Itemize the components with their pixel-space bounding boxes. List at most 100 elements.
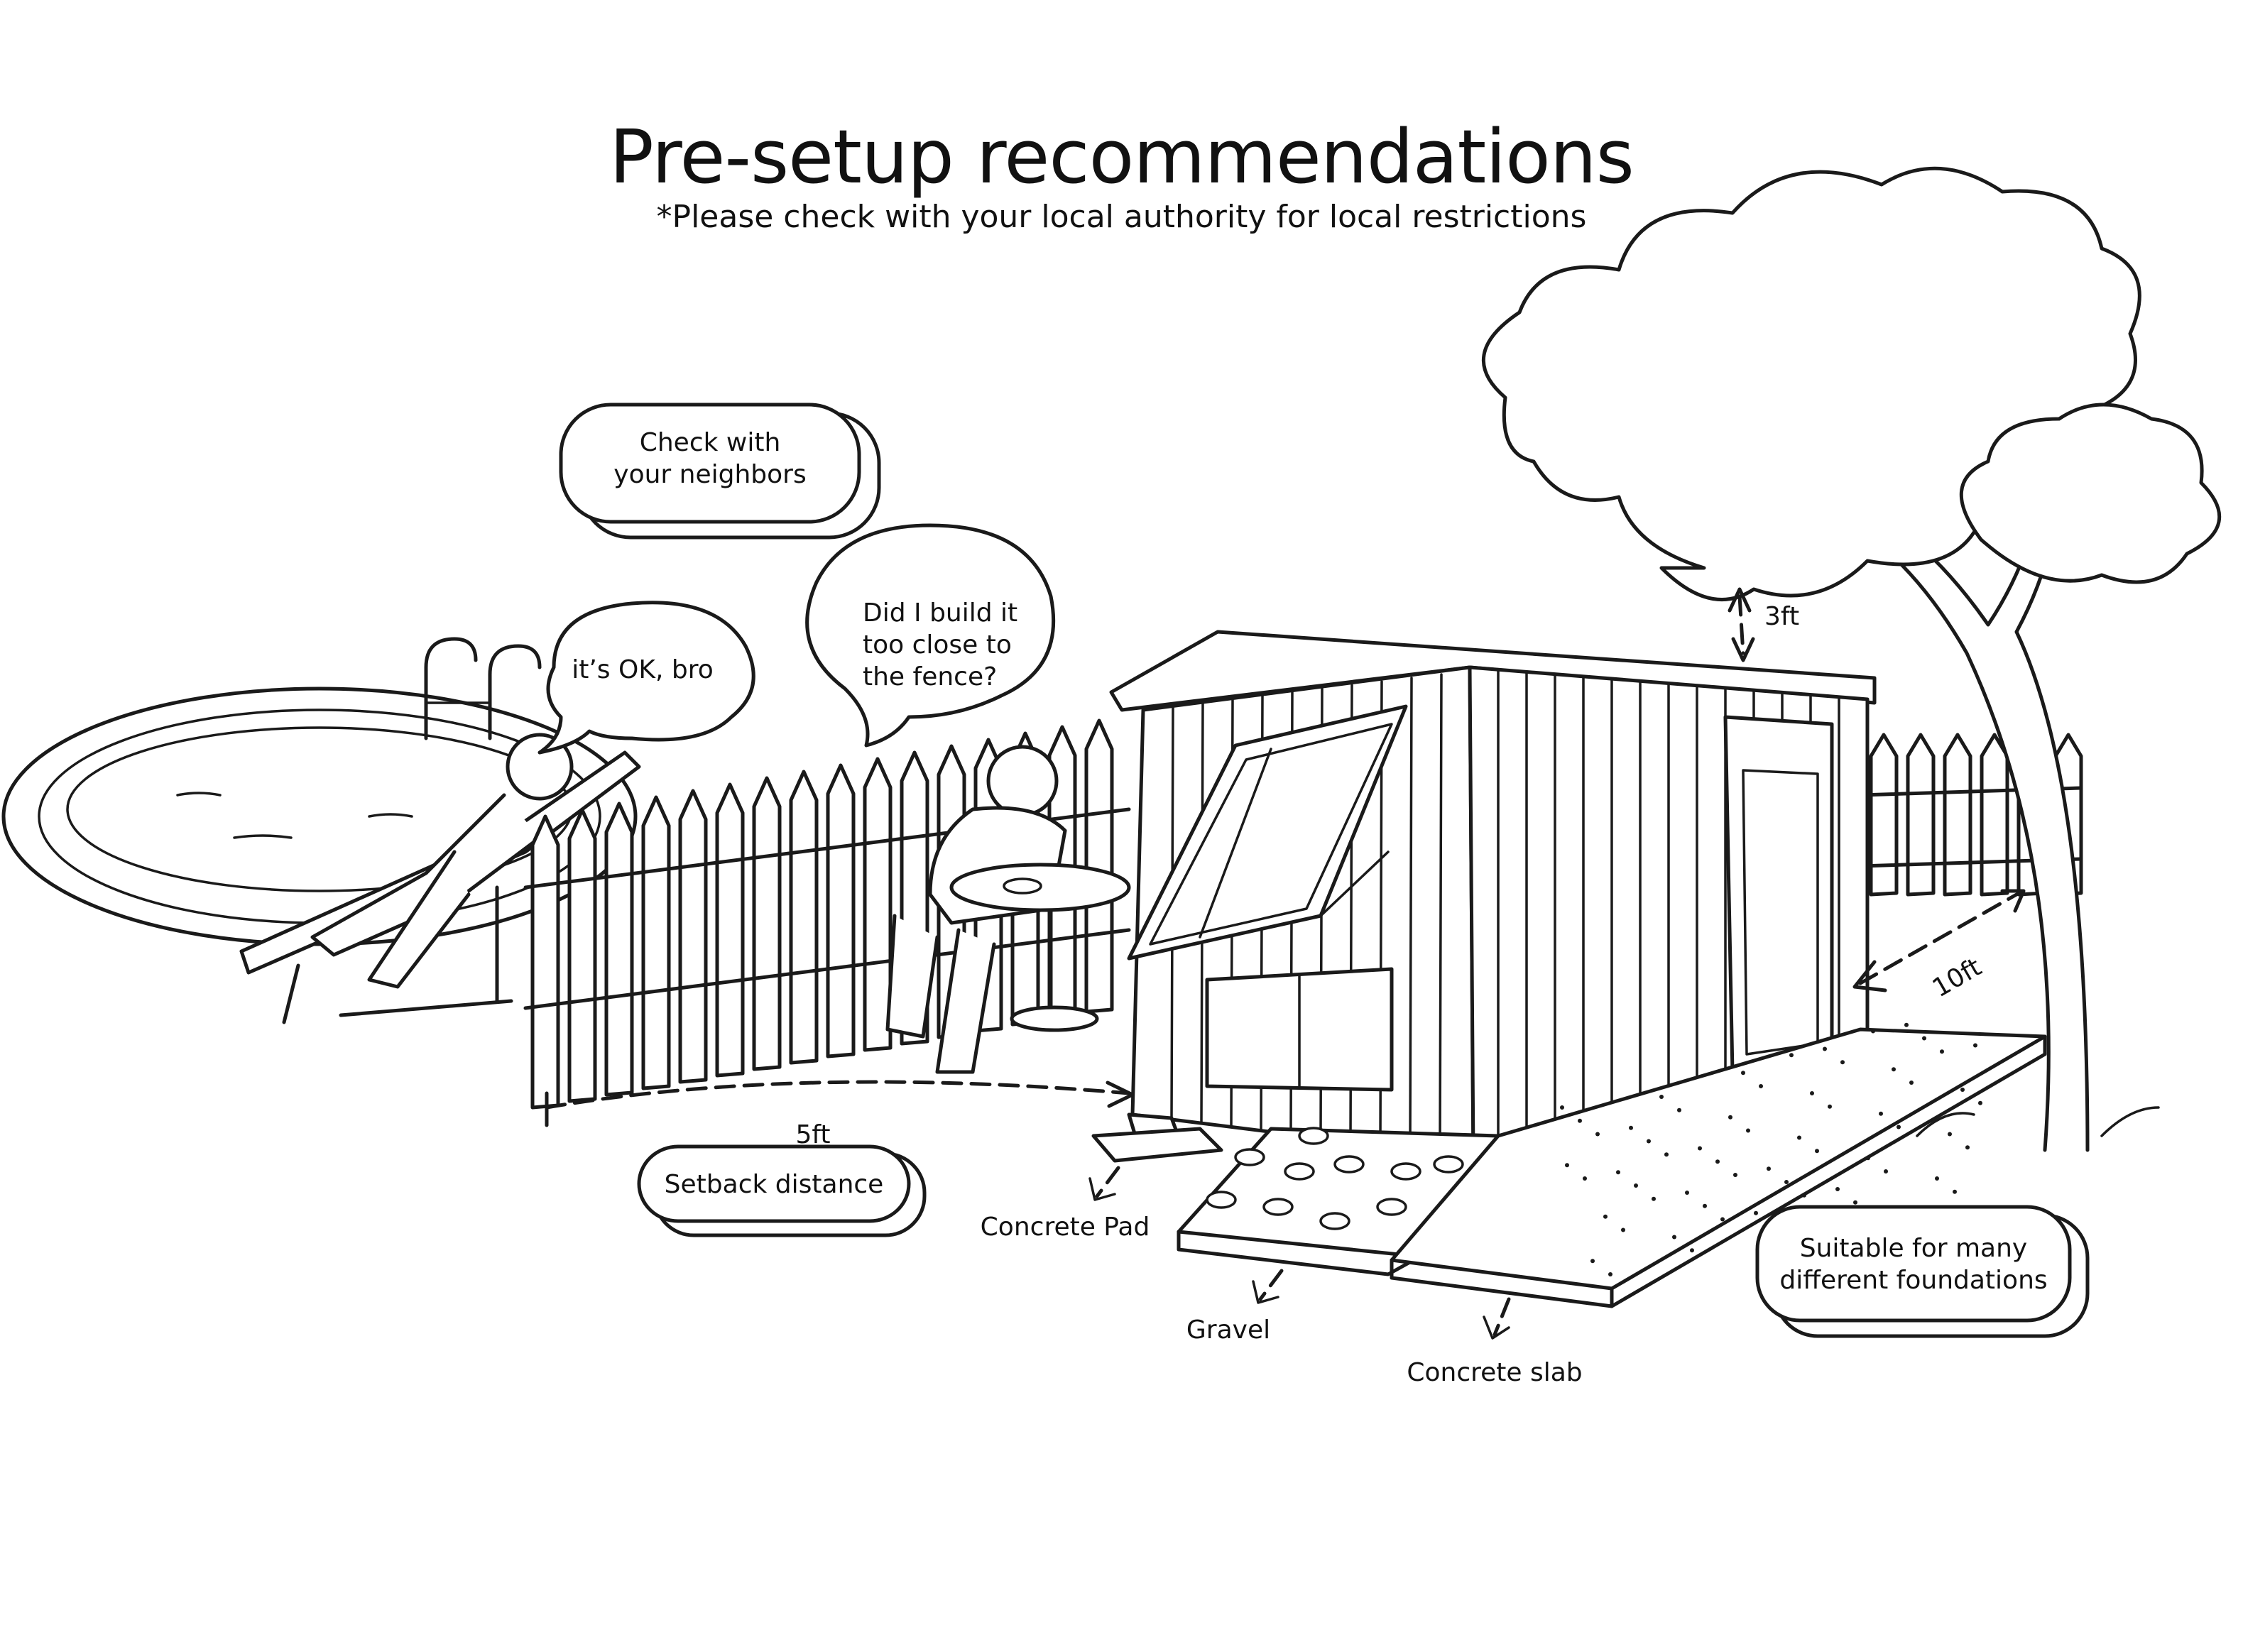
dimension-10ft: [1852, 889, 2026, 992]
slab-speckle: [1871, 1029, 1875, 1034]
slab-speckle: [1797, 1135, 1801, 1140]
speech-bubble-question: Did I build it too close to the fence?: [805, 523, 1056, 748]
slab-speckle: [1828, 1104, 1832, 1109]
slab-speckle: [1940, 1049, 1944, 1054]
fence-picket: [530, 814, 560, 1110]
slab-speckle: [1603, 1214, 1608, 1219]
gravel-stone: [1319, 1212, 1350, 1230]
slab-speckle: [1935, 1176, 1939, 1181]
fence-picket: [715, 782, 745, 1078]
slab-speckle: [1909, 1081, 1914, 1085]
fence-picket: [1980, 733, 2009, 897]
slab-speckle: [1629, 1125, 1633, 1130]
slab-speckle: [1965, 1145, 1970, 1150]
slab-speckle: [1583, 1176, 1587, 1181]
slab-speckle: [1904, 1022, 1909, 1027]
slab-speckle: [1853, 1200, 1857, 1205]
shed-siding-line: [1439, 673, 1443, 1152]
slab-speckle: [1659, 1095, 1664, 1099]
speech-bro-text: it’s OK, bro: [572, 655, 713, 684]
label-concrete-pad: Concrete Pad: [981, 1213, 1150, 1242]
slab-speckle: [1578, 1118, 1582, 1123]
fence-picket: [1906, 733, 1936, 897]
measurement-10ft: 10ft: [1928, 953, 1987, 1003]
slab-speckle: [1565, 1163, 1569, 1168]
dimension-3ft: [1728, 587, 1755, 662]
slab-speckle: [1595, 1132, 1600, 1137]
callout-neighbors-line1: Check with: [640, 428, 781, 457]
shed-siding-line: [1409, 677, 1413, 1148]
slab-speckle: [1960, 1088, 1965, 1092]
slab-speckle: [1759, 1084, 1763, 1088]
speech-bubble-bro: it’s OK, bro: [537, 601, 755, 755]
slab-speckle: [1664, 1152, 1669, 1157]
gravel-stone: [1262, 1198, 1294, 1216]
fence-picket: [604, 802, 634, 1097]
gravel-stone: [1206, 1191, 1237, 1209]
callout-neighbors-line2: your neighbors: [613, 460, 806, 489]
callout-foundations-line2: different foundations: [1779, 1266, 2047, 1295]
slab-speckle: [1634, 1183, 1638, 1188]
slab-speckle: [1892, 1067, 1896, 1072]
speech-question-line3: the fence?: [863, 662, 997, 691]
slab-speckle: [1879, 1111, 1883, 1116]
slab-speckle: [1835, 1187, 1840, 1191]
gravel-stone: [1333, 1155, 1365, 1174]
slab-speckle: [1948, 1132, 1952, 1137]
slab-speckle: [1715, 1159, 1720, 1164]
slab-speckle: [1647, 1139, 1651, 1144]
slab-speckle: [1746, 1128, 1750, 1133]
callout-setback-label: Setback distance: [665, 1170, 884, 1199]
slab-speckle: [1616, 1170, 1620, 1175]
fence-picket: [641, 795, 671, 1090]
slab-speckle: [1866, 1156, 1870, 1161]
gravel-stone: [1298, 1127, 1329, 1145]
fence-picket: [1869, 733, 1899, 897]
fence-picket: [789, 770, 819, 1065]
slab-speckle: [1652, 1196, 1656, 1201]
fence-picket: [1084, 718, 1114, 1014]
callout-neighbors: Check with your neighbors: [559, 403, 881, 540]
slab-speckle: [1922, 1036, 1926, 1041]
fence-picket: [826, 763, 856, 1059]
shed-illustration: [1109, 630, 1919, 1188]
slab-speckle: [1698, 1146, 1702, 1151]
fence-picket: [752, 776, 782, 1071]
measurement-3ft: 3ft: [1764, 602, 1799, 631]
gravel-stone: [1284, 1162, 1315, 1181]
page-subtitle: *Please check with your local authority …: [656, 199, 1587, 235]
slab-speckle: [1754, 1210, 1758, 1215]
slab-speckle: [1685, 1191, 1689, 1195]
slab-speckle: [1728, 1115, 1732, 1120]
seated-neighbor-illustration: [885, 745, 1131, 1074]
fence-picket: [863, 757, 893, 1052]
dimension-5ft: [545, 1080, 1135, 1127]
slab-speckle: [1608, 1272, 1612, 1276]
label-concrete-slab: Concrete slab: [1407, 1358, 1582, 1387]
foundation-illustration: [1091, 1022, 2047, 1308]
fence-picket: [678, 789, 708, 1084]
foundation-pointers: [1088, 1166, 1511, 1340]
slab-speckle: [1815, 1149, 1819, 1154]
speech-question-line2: too close to: [863, 630, 1012, 660]
slab-speckle: [1884, 1169, 1888, 1174]
fence-picket: [567, 808, 597, 1103]
speech-question-line1: Did I build it: [863, 598, 1017, 628]
gravel-stone: [1376, 1198, 1407, 1216]
slab-speckle: [1767, 1166, 1771, 1171]
callout-setback: Setback distance: [637, 1144, 927, 1237]
label-gravel: Gravel: [1186, 1315, 1270, 1345]
slab-speckle: [1677, 1107, 1681, 1112]
slab-speckle: [1733, 1173, 1737, 1177]
gravel-stone: [1234, 1148, 1265, 1166]
slab-speckle: [1621, 1227, 1625, 1232]
tree-illustration: [1481, 166, 2222, 1152]
page-title: Pre-setup recommendations: [609, 114, 1635, 200]
fence-picket: [1943, 733, 1972, 897]
slab-speckle: [1810, 1091, 1814, 1095]
slab-speckle: [1802, 1193, 1806, 1198]
slab-speckle: [1789, 1053, 1794, 1058]
slab-speckle: [1703, 1203, 1707, 1208]
